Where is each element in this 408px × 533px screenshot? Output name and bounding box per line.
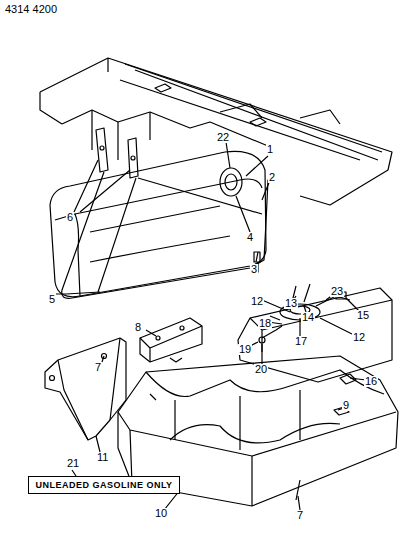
callout-number: 15 xyxy=(356,310,370,321)
callout-number: 6 xyxy=(66,212,74,223)
callout-number: 3 xyxy=(250,264,258,275)
callout-number: 7 xyxy=(94,362,102,373)
callout-number: 9 xyxy=(342,400,350,411)
callout-number: 11 xyxy=(96,452,109,463)
callout-number: 21 xyxy=(66,458,80,469)
callout-number: 20 xyxy=(254,364,268,375)
callout-number: 4 xyxy=(246,232,254,243)
callout-number: 23 xyxy=(330,286,344,297)
callout-number: 7 xyxy=(296,510,304,521)
callout-number: 17 xyxy=(294,336,308,347)
callout-number: 22 xyxy=(216,132,230,143)
callout-number: 10 xyxy=(154,508,168,519)
callout-number: 5 xyxy=(48,294,56,305)
callout-number: 2 xyxy=(268,172,276,183)
callout-number: 18 xyxy=(258,318,272,329)
callout-number: 19 xyxy=(238,344,252,355)
decal-label: UNLEADED GASOLINE ONLY xyxy=(28,476,180,494)
callout-number: 12 xyxy=(352,332,366,343)
figure-number: 4314 4200 xyxy=(4,4,58,15)
callout-number: 1 xyxy=(266,144,274,155)
callout-number: 13 xyxy=(284,298,298,309)
callout-number: 14 xyxy=(301,312,315,323)
callout-number: 16 xyxy=(364,376,378,387)
decal-text: UNLEADED GASOLINE ONLY xyxy=(29,480,179,490)
callout-number: 12 xyxy=(250,296,264,307)
callout-number: 8 xyxy=(134,322,142,333)
